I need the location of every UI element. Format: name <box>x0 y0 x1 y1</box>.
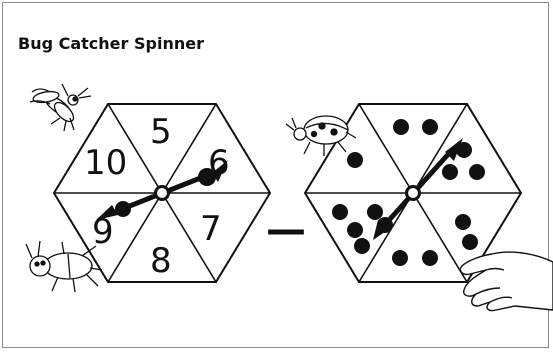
dot-spinner[interactable] <box>303 103 523 283</box>
dot <box>422 250 438 266</box>
dot <box>347 222 363 238</box>
number-spinner-pointer[interactable] <box>96 160 228 220</box>
spinner-section-9: 9 <box>92 212 114 252</box>
dot <box>392 250 408 266</box>
dot <box>469 164 485 180</box>
dot-spinner-pointer[interactable] <box>373 138 463 240</box>
hand-icon <box>459 251 553 312</box>
dot <box>422 119 438 135</box>
dot <box>347 152 363 168</box>
dot <box>332 204 348 220</box>
page-title: Bug Catcher Spinner <box>18 34 204 53</box>
dot <box>393 119 409 135</box>
spinner-section-7: 7 <box>200 209 222 249</box>
spinner-section-8: 8 <box>150 241 172 281</box>
spinner-section-10: 10 <box>84 143 127 183</box>
dot <box>455 214 471 230</box>
dot-spinner-dots <box>332 119 485 266</box>
fly-icon <box>29 83 92 132</box>
spinner-section-5: 5 <box>150 112 172 152</box>
dot <box>442 164 458 180</box>
dot <box>367 204 383 220</box>
ladybug-icon <box>285 115 357 156</box>
beetle-icon <box>25 240 103 293</box>
dot <box>462 234 478 250</box>
number-spinner-dividers <box>54 103 270 283</box>
dot-spinner-dividers <box>305 103 521 283</box>
dot <box>354 238 370 254</box>
dot <box>456 142 472 158</box>
number-spinner[interactable]: 5 6 7 8 9 10 <box>52 103 272 283</box>
minus-sign: — <box>266 207 306 253</box>
